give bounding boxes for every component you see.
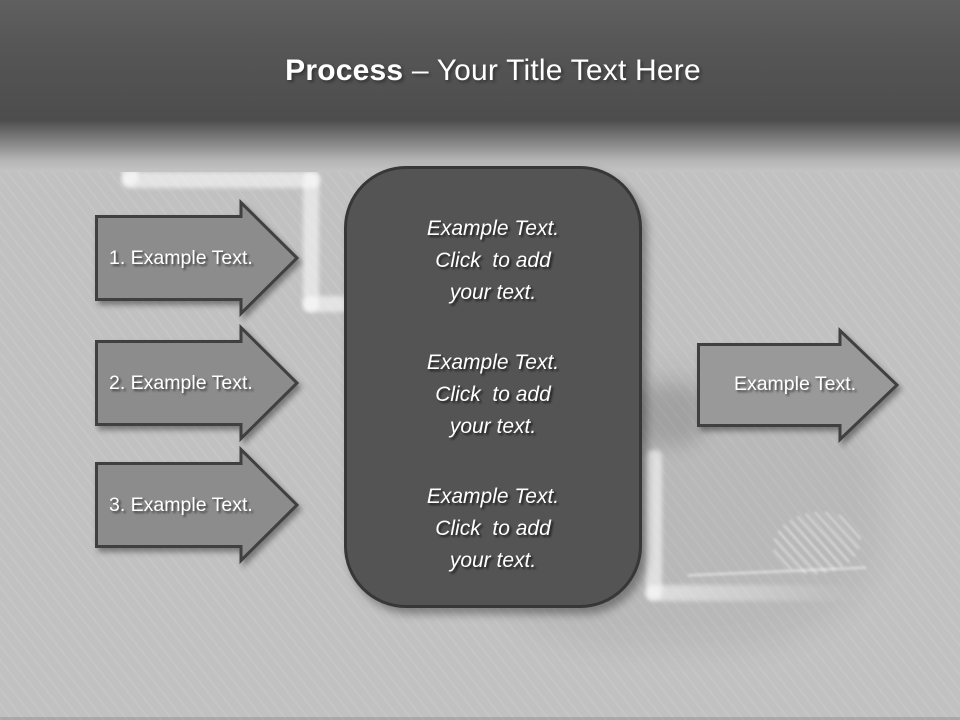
chalk-scribble (769, 506, 865, 580)
placeholder-paragraph-2: Example Text. Click to add your text. (426, 351, 560, 438)
right-arrow-shape (697, 326, 900, 444)
process-step-2-label: 2. Example Text. (109, 371, 253, 394)
slide-header: Process – Your Title Text Here (0, 0, 960, 172)
chalk-scratch (688, 566, 866, 577)
result-arrow[interactable]: Example Text. (697, 326, 900, 444)
chalk-line-segment (122, 172, 320, 188)
chalk-line-segment (646, 450, 662, 600)
chalk-line-segment (646, 585, 861, 601)
title-topic: Process (285, 54, 404, 87)
process-step-1-label: 1. Example Text. (109, 246, 253, 269)
title-subtitle: – Your Title Text Here (403, 54, 701, 87)
center-text-box[interactable]: Example Text. Click to add your text. Ex… (344, 166, 642, 608)
process-step-2-arrow[interactable]: 2. Example Text. (95, 323, 300, 443)
placeholder-paragraph-1: Example Text. Click to add your text. (426, 217, 560, 304)
placeholder-paragraph-3: Example Text. Click to add your text. (426, 485, 560, 572)
slide-title[interactable]: Process – Your Title Text Here (0, 54, 960, 88)
process-step-3-label: 3. Example Text. (109, 493, 253, 516)
process-step-3-arrow[interactable]: 3. Example Text. (95, 445, 300, 565)
background-photo-smudge (632, 384, 706, 446)
right-arrow-shape (95, 198, 300, 318)
result-arrow-label: Example Text. (733, 372, 857, 395)
right-arrow-shape (95, 323, 300, 443)
process-step-1-arrow[interactable]: 1. Example Text. (95, 198, 300, 318)
chalk-line-segment (303, 172, 319, 312)
right-arrow-shape (95, 445, 300, 565)
chalk-line-segment (303, 296, 349, 312)
